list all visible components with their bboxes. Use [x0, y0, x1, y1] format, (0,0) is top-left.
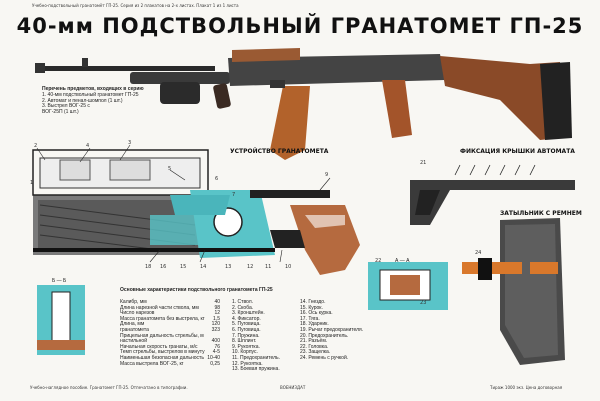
part-item: 6. Пуговица. — [232, 326, 261, 333]
part-item: 8. Шплинт. — [232, 338, 257, 345]
part-item: 24. Ремень с ручкой. — [300, 354, 349, 361]
part-item: 20. Предохранитель. — [300, 332, 349, 339]
callout-number: 2 — [34, 143, 38, 149]
top-note: Учебно-подствольный гранатомёт ГП-25. Се… — [32, 3, 239, 8]
part-item: 17. Тяга. — [300, 315, 320, 322]
rifle-overview — [35, 48, 572, 160]
spec-row: Наименьшая безопасная дальность 10-40 — [120, 354, 220, 361]
spec-list: Калибр, мм 40 Длина нарезной части ствол… — [120, 299, 220, 367]
spec-row: Темп стрельбы, выстрелов в минуту 4-5 — [120, 349, 220, 356]
kit-item: 1. 40-мм подствольный гранатомет ГП-25 — [42, 92, 139, 98]
callout-number: 16 — [160, 264, 167, 270]
callout-number: 6 — [215, 176, 219, 182]
spec-row: Прицельная дальность стрельбы, м — [120, 332, 204, 339]
launcher-cross-section — [32, 149, 360, 275]
bottom-right-note: Тираж 1000 экз. Цена договорная — [490, 385, 563, 390]
callout-number: 5 — [168, 166, 172, 172]
part-item: 14. Гнездо. — [300, 299, 326, 305]
callout-number: 14 — [200, 264, 207, 270]
part-item: 13. Боевая пружина. — [232, 366, 280, 373]
spec-row: Длина нарезной части ствола, мм 98 — [120, 304, 220, 311]
parts-list-col2: 14. Гнездо. 15. Курок. 16. Ось курка. 17… — [300, 299, 364, 362]
part-item: 12. Рукоятка. — [232, 360, 263, 367]
callout-number: 21 — [420, 160, 427, 166]
spec-row: Калибр, мм 40 — [120, 299, 220, 305]
butt-heading: ЗАТЫЛЬНИК С РЕМНЕМ — [500, 210, 582, 217]
callout-lines — [36, 144, 331, 263]
spec-row: Масса гранатомета без выстрела, кг 1,5 — [120, 315, 220, 322]
part-item: 22. Головка. — [300, 343, 329, 350]
callout-number: 15 — [180, 264, 187, 270]
fixation-heading: ФИКСАЦИЯ КРЫШКИ АВТОМАТА — [460, 148, 575, 155]
parts-list-col1: 1. Ствол. 2. Скоба. 3. Кронштейн. 4. Фик… — [232, 299, 281, 373]
section-views — [37, 262, 448, 355]
spec-row: Масса выстрела ВОГ-25, кг 0,25 — [120, 360, 220, 367]
part-item: 23. Защелка. — [300, 349, 331, 356]
part-item: 19. Рычаг предохранителя. — [300, 326, 364, 333]
callout-number: 13 — [225, 264, 232, 270]
spec-title: Основные характеристики подствольного гр… — [120, 287, 273, 293]
spec-row: Число нарезов 12 — [120, 310, 220, 317]
butt-plate-detail — [462, 218, 565, 365]
spec-row: настильной 400 — [120, 338, 220, 345]
bottom-center-note: ВОЕНИЗДАТ — [280, 385, 306, 390]
page-title: 40-мм ПОДСТВОЛЬНЫЙ ГРАНАТОМЕТ ГП-25 — [16, 14, 584, 38]
callout-number: 12 — [247, 264, 254, 270]
callout-number: 18 — [145, 264, 152, 270]
part-item: 16. Ось курка. — [300, 310, 333, 317]
part-item: 4. Фиксатор. — [232, 315, 261, 322]
part-item: 18. Ударник. — [300, 321, 329, 328]
spec-row: Начальная скорость гранаты, м/с 76 — [120, 343, 220, 350]
callout-number: 24 — [475, 250, 482, 256]
part-item: 11. Предохранитель. — [232, 354, 281, 361]
part-item: 21. Разъём. — [300, 338, 328, 345]
callout-number: 7 — [232, 192, 236, 198]
section-label-aa: А — А — [395, 258, 410, 264]
spec-row: Длина, мм 120 — [120, 321, 220, 328]
kit-item: 3. Выстрел ВОГ-25 с — [42, 103, 90, 110]
part-item: 9. Рукоятка. — [232, 343, 260, 350]
callout-number: 3 — [128, 140, 132, 146]
part-item: 5. Пуговица. — [232, 321, 261, 328]
callout-number: 1 — [30, 180, 34, 186]
part-item: 3. Кронштейн. — [232, 310, 265, 317]
callout-number: 10 — [285, 264, 292, 270]
bottom-left-note: Учебно-наглядное пособие. Гранатомет ГП-… — [30, 385, 188, 390]
part-item: 7. Пружина. — [232, 332, 260, 339]
section-label-bb: Б — Б — [52, 278, 67, 284]
kit-item: 2. Автомат и пенал-шомпол (1 шт.) — [42, 97, 123, 104]
callout-number: 9 — [325, 172, 329, 178]
part-item: 2. Скоба. — [232, 304, 254, 311]
part-item: 10. Корпус. — [232, 349, 258, 356]
kit-title: Перечень предметов, входящих в серию — [42, 86, 144, 92]
device-heading: УСТРОЙСТВО ГРАНАТОМЕТА — [230, 148, 329, 155]
callout-number: 11 — [265, 264, 272, 270]
kit-list: 1. 40-мм подствольный гранатомет ГП-25 2… — [42, 92, 139, 115]
part-item: 1. Ствол. — [232, 299, 254, 305]
callout-number: 4 — [86, 143, 90, 149]
part-item: 15. Курок. — [300, 304, 323, 311]
callout-number: 22 — [375, 258, 382, 264]
spec-row: гранатомета 323 — [120, 326, 220, 333]
kit-item: ВОГ-25П (1 шт.) — [42, 108, 79, 115]
callout-number: 23 — [420, 300, 427, 306]
cover-fixation-detail — [410, 164, 575, 225]
